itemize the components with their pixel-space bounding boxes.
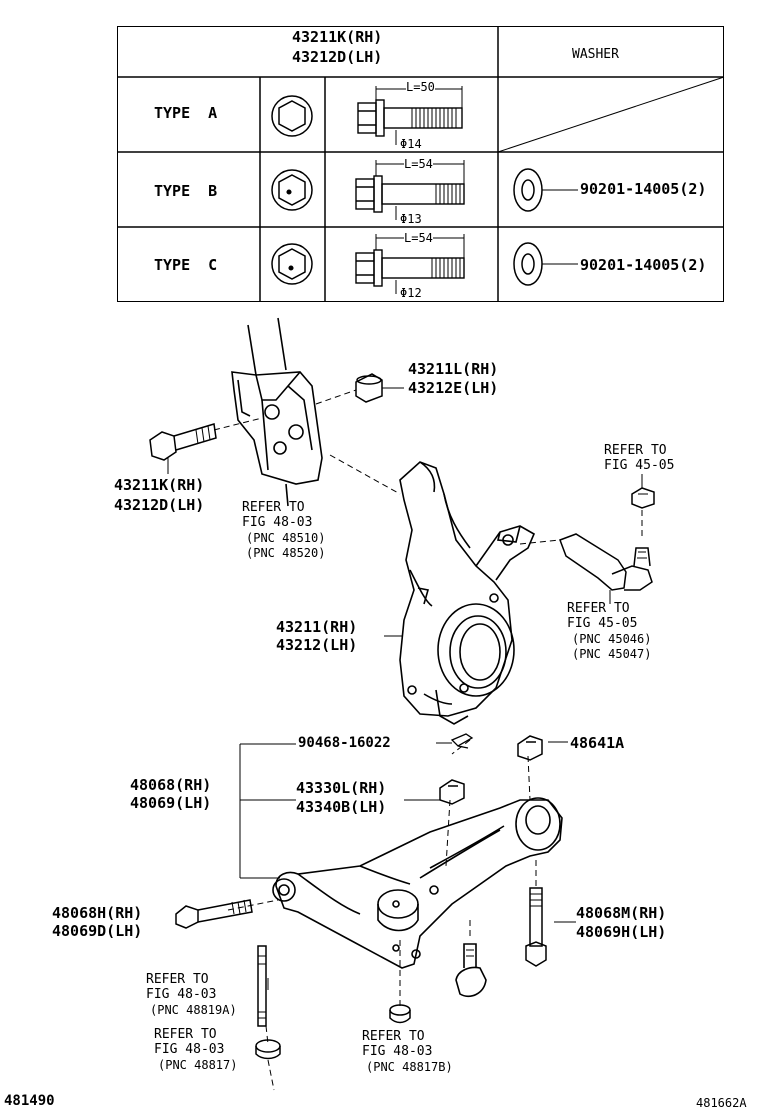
cam-nut-icon	[355, 373, 404, 403]
label-front-bolt-rh: 48068H(RH)	[52, 904, 143, 922]
stab-ref-3b: FIG 48-03	[362, 1044, 433, 1059]
strut-bracket-drawing	[231, 317, 323, 507]
lower-control-arm-drawing	[272, 797, 563, 998]
label-cam-nut-lh: 43212E(LH)	[408, 379, 499, 397]
row-c-length: L=54	[404, 231, 433, 245]
label-arm-assy-lh: 48069(LH)	[130, 794, 212, 812]
label-front-bolt-lh: 48069D(LH)	[52, 922, 143, 940]
cam-bolt-icon	[149, 423, 217, 474]
stab-ref-1c: (PNC 48819A)	[150, 1003, 237, 1017]
assembly-leader-line	[213, 389, 643, 1091]
strut-ref-1: REFER TO	[242, 500, 305, 515]
row-type-c: TYPE C	[154, 256, 218, 274]
label-arm-assy-rh: 48068(RH)	[130, 776, 212, 794]
rear-bolt-icon	[525, 887, 547, 967]
label-nut-48641a: 48641A	[570, 734, 625, 752]
leader-line	[239, 635, 576, 990]
front-bolt-icon	[175, 899, 253, 929]
tie-rod-end-drawing	[559, 533, 653, 604]
stabilizer-link-drawing	[255, 945, 411, 1060]
steering-knuckle-drawing	[399, 461, 536, 725]
label-cotter-pin: 90468-16022	[298, 735, 391, 751]
hex-head-icon	[271, 95, 313, 285]
row-type-b: TYPE B	[154, 182, 218, 200]
stab-ref-3a: REFER TO	[362, 1029, 425, 1044]
tie-rod-nut-ref-2: FIG 45-05	[604, 458, 675, 473]
table-grid	[117, 26, 725, 302]
table-header-washer: WASHER	[572, 47, 619, 62]
row-b-washer: 90201-14005(2)	[580, 180, 707, 198]
row-a-dia: Φ14	[400, 137, 422, 151]
label-knuckle-lh: 43212(LH)	[276, 636, 358, 654]
stab-ref-3c: (PNC 48817B)	[366, 1060, 453, 1074]
stab-ref-1a: REFER TO	[146, 972, 209, 987]
tie-rod-ref-3: (PNC 45046)	[572, 632, 652, 646]
strut-ref-2: FIG 48-03	[242, 515, 313, 530]
castle-nut-icon	[517, 735, 543, 761]
stab-ref-2c: (PNC 48817)	[158, 1058, 238, 1072]
stab-ref-2b: FIG 48-03	[154, 1042, 225, 1057]
washer-icon	[513, 168, 578, 286]
table-header-part-lh: 43212D(LH)	[292, 48, 383, 66]
stab-ref-1b: FIG 48-03	[146, 987, 217, 1002]
tie-rod-ref-2: FIG 45-05	[567, 616, 638, 631]
stab-ref-2a: REFER TO	[154, 1027, 217, 1042]
cotter-pin-icon	[450, 733, 474, 749]
tie-rod-nut-ref-1: REFER TO	[604, 443, 667, 458]
row-type-a: TYPE A	[154, 104, 218, 122]
row-b-length: L=54	[404, 157, 433, 171]
label-cam-bolt-rh: 43211K(RH)	[114, 476, 205, 494]
label-rear-bolt-rh: 48068M(RH)	[576, 904, 667, 922]
row-c-washer: 90201-14005(2)	[580, 256, 707, 274]
row-b-dia: Φ13	[400, 212, 422, 226]
ball-joint-nut-icon	[439, 779, 465, 805]
label-cam-nut-rh: 43211L(RH)	[408, 360, 499, 378]
table-header-part-rh: 43211K(RH)	[292, 28, 383, 46]
bolt-type-table	[117, 26, 724, 302]
label-cam-bolt-lh: 43212D(LH)	[114, 496, 205, 514]
cam-bolt-icon	[355, 86, 465, 294]
label-ball-joint-rh: 43330L(RH)	[296, 779, 387, 797]
tie-rod-ref-4: (PNC 45047)	[572, 647, 652, 661]
strut-ref-4: (PNC 48520)	[246, 546, 326, 560]
label-rear-bolt-lh: 48069H(LH)	[576, 923, 667, 941]
row-a-length: L=50	[406, 80, 435, 94]
strut-ref-3: (PNC 48510)	[246, 531, 326, 545]
figure-code-right: 481662A	[696, 1096, 747, 1110]
label-knuckle-rh: 43211(RH)	[276, 618, 358, 636]
tie-rod-ref-1: REFER TO	[567, 601, 630, 616]
label-ball-joint-lh: 43340B(LH)	[296, 798, 387, 816]
row-c-dia: Φ12	[400, 286, 422, 300]
tie-rod-nut-icon	[631, 474, 655, 509]
figure-code-left: 481490	[4, 1093, 55, 1109]
